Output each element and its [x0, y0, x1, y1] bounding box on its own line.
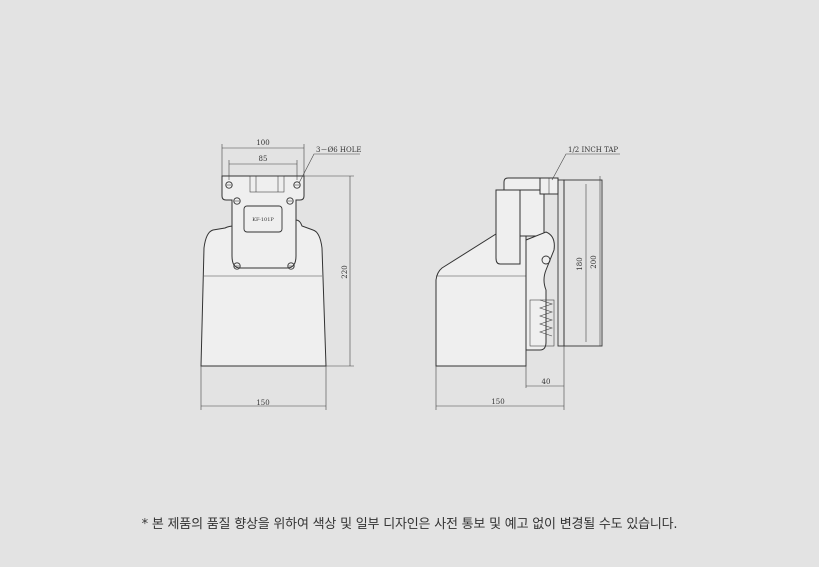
screw-icon: [287, 262, 295, 270]
model-label: KF-101P: [252, 217, 274, 223]
front-bracket: [221, 175, 305, 269]
side-back-plate: [557, 179, 565, 347]
hole-callout: 3－Ø6 HOLE: [316, 146, 361, 154]
screw-icon: [233, 197, 241, 205]
screw-icon: [233, 262, 241, 270]
dim-width-top: 100: [256, 139, 269, 147]
lever-arm: [525, 231, 555, 351]
dim-height: 220: [341, 265, 349, 278]
front-bracket-block: [249, 175, 285, 193]
dim-inner-height: 180: [576, 257, 584, 270]
pivot-icon: [541, 255, 551, 265]
screw-icon: [286, 197, 294, 205]
dim-depth: 150: [491, 398, 504, 406]
dim-depth-small: 40: [542, 378, 551, 386]
tap-callout: 1/2 INCH TAP: [568, 146, 618, 154]
dim-hole-spacing: 85: [259, 155, 268, 163]
screw-icon: [293, 181, 301, 189]
front-view: KF-101P 100 85 3－Ø6 HOLE: [200, 139, 361, 410]
side-view: 1/2 INCH TAP 180 200 40 150: [435, 146, 620, 410]
side-mount-plate: [563, 179, 603, 347]
front-label-plate: [243, 205, 283, 233]
screw-icon: [225, 181, 233, 189]
dim-width-bottom: 150: [256, 399, 269, 407]
dim-outer-height: 200: [590, 255, 598, 268]
side-cap: [495, 189, 521, 265]
spring-icon: [539, 299, 553, 337]
footnote: * 본 제품의 품질 향상을 위하여 색상 및 일부 디자인은 사전 통보 및 …: [141, 517, 678, 532]
